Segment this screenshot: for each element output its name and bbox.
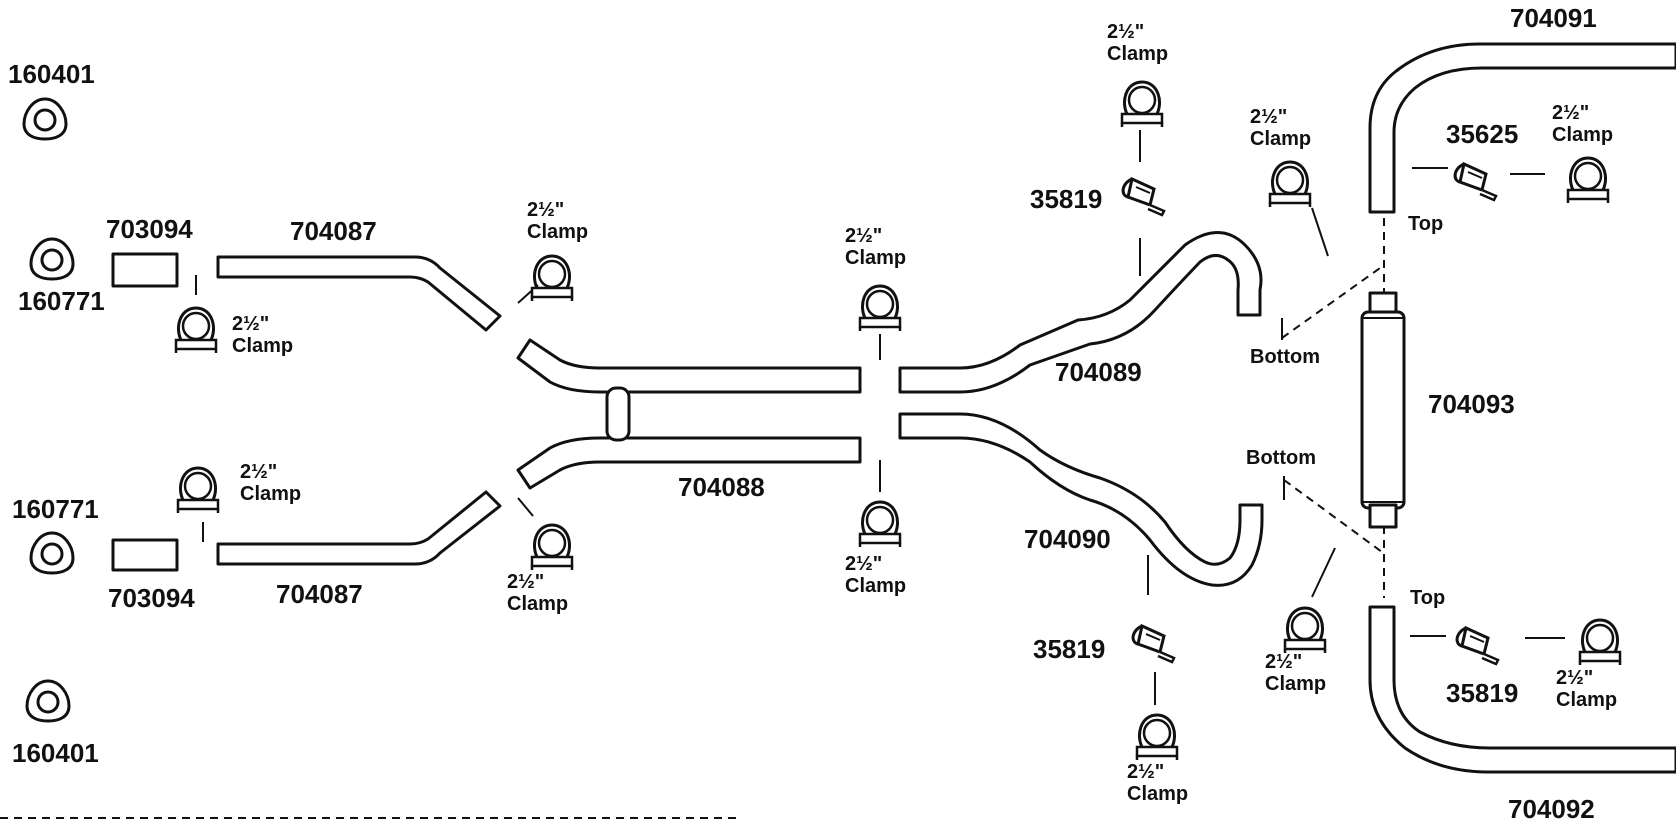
- clamp-icon-a: [174, 306, 218, 355]
- clamp-size-h: 2½": [1127, 761, 1164, 783]
- leader-line: [1311, 207, 1329, 257]
- clamp-word-g: Clamp: [1107, 43, 1168, 65]
- part-label-704087-bottom: 704087: [276, 579, 363, 609]
- clamp-size-k: 2½": [1552, 102, 1589, 124]
- clamp-size-d: 2½": [507, 571, 544, 593]
- tip-adapter-703094-top: [111, 252, 179, 288]
- clamp-word-i: Clamp: [1250, 128, 1311, 150]
- part-label-160771-bottom: 160771: [12, 494, 99, 524]
- clamp-word-b: Clamp: [527, 221, 588, 243]
- clamp-size-f: 2½": [845, 553, 882, 575]
- clamp-icon-i: [1268, 160, 1312, 209]
- clamp-icon-c: [176, 466, 220, 515]
- pipe-704087-top: [216, 255, 502, 332]
- orientation-label-top-upper: Top: [1408, 213, 1443, 235]
- clamp-word-e: Clamp: [845, 247, 906, 269]
- hanger-icon-35819-right: [1455, 626, 1500, 666]
- clamp-size-c: 2½": [240, 461, 277, 483]
- clamp-word-k: Clamp: [1552, 124, 1613, 146]
- clamp-icon-h: [1135, 713, 1179, 762]
- part-label-703094-top: 703094: [106, 214, 193, 244]
- leader-line: [517, 497, 534, 517]
- clamp-size-l: 2½": [1556, 667, 1593, 689]
- dashed-guide: [1283, 479, 1383, 553]
- clamp-icon-l: [1578, 618, 1622, 667]
- part-label-160401-top: 160401: [8, 59, 95, 89]
- clamp-icon-b: [530, 254, 574, 303]
- pipe-704089: [898, 231, 1263, 394]
- clamp-word-f: Clamp: [845, 575, 906, 597]
- tip-adapter-703094-bottom: [111, 538, 179, 572]
- clamp-size-e: 2½": [845, 225, 882, 247]
- tailpipe-704091: [1368, 42, 1676, 214]
- clamp-size-g: 2½": [1107, 21, 1144, 43]
- clamp-size-j: 2½": [1265, 651, 1302, 673]
- hanger-icon-35625: [1453, 162, 1498, 202]
- orientation-label-top-lower: Top: [1410, 587, 1445, 609]
- part-label-704090: 704090: [1024, 524, 1111, 554]
- clamp-word-j: Clamp: [1265, 673, 1326, 695]
- hanger-icon-35819-bottom: [1131, 624, 1176, 664]
- clamp-size-i: 2½": [1250, 106, 1287, 128]
- part-label-704091: 704091: [1510, 3, 1597, 33]
- tailpipe-704092: [1368, 605, 1676, 774]
- part-label-704088: 704088: [678, 472, 765, 502]
- part-label-704092: 704092: [1508, 794, 1595, 822]
- xpipe-crossover: [605, 386, 631, 442]
- clamp-word-l: Clamp: [1556, 689, 1617, 711]
- part-label-703094-bottom: 703094: [108, 583, 195, 613]
- part-label-35819-top: 35819: [1030, 184, 1102, 214]
- clamp-icon-k: [1566, 156, 1610, 205]
- clamp-word-c: Clamp: [240, 483, 301, 505]
- clamp-icon-e: [858, 284, 902, 333]
- flange-160401-top: [22, 97, 68, 141]
- hanger-icon-35819-top: [1121, 177, 1166, 217]
- clamp-icon-j: [1283, 606, 1327, 655]
- clamp-icon-g: [1120, 80, 1164, 129]
- leader-line: [1311, 547, 1336, 598]
- clamp-word-a: Clamp: [232, 335, 293, 357]
- part-label-160401-bottom: 160401: [12, 738, 99, 768]
- part-label-704087-top: 704087: [290, 216, 377, 246]
- orientation-label-bottom-upper: Bottom: [1250, 346, 1320, 368]
- part-label-35625: 35625: [1446, 119, 1518, 149]
- clamp-icon-f: [858, 500, 902, 549]
- pipe-704090: [898, 412, 1264, 587]
- part-label-704093: 704093: [1428, 389, 1515, 419]
- part-label-35819-bottom: 35819: [1033, 634, 1105, 664]
- part-label-35819-right: 35819: [1446, 678, 1518, 708]
- clamp-word-h: Clamp: [1127, 783, 1188, 805]
- flange-160771-top: [29, 237, 75, 281]
- pipe-704087-bottom: [216, 490, 502, 566]
- clamp-size-a: 2½": [232, 313, 269, 335]
- clamp-icon-d: [530, 523, 574, 572]
- muffler-704093: [1360, 310, 1406, 510]
- flange-160771-bottom: [29, 531, 75, 575]
- flange-160401-bottom: [25, 679, 71, 723]
- orientation-label-bottom-lower: Bottom: [1246, 447, 1316, 469]
- xpipe-704088-lower-leg: [516, 436, 862, 490]
- muffler-outlet: [1368, 503, 1398, 529]
- clamp-size-b: 2½": [527, 199, 564, 221]
- part-label-160771-top: 160771: [18, 286, 105, 316]
- clamp-word-d: Clamp: [507, 593, 568, 615]
- xpipe-704088-upper-leg: [516, 338, 862, 394]
- dashed-guide: [1281, 267, 1381, 339]
- part-label-704089: 704089: [1055, 357, 1142, 387]
